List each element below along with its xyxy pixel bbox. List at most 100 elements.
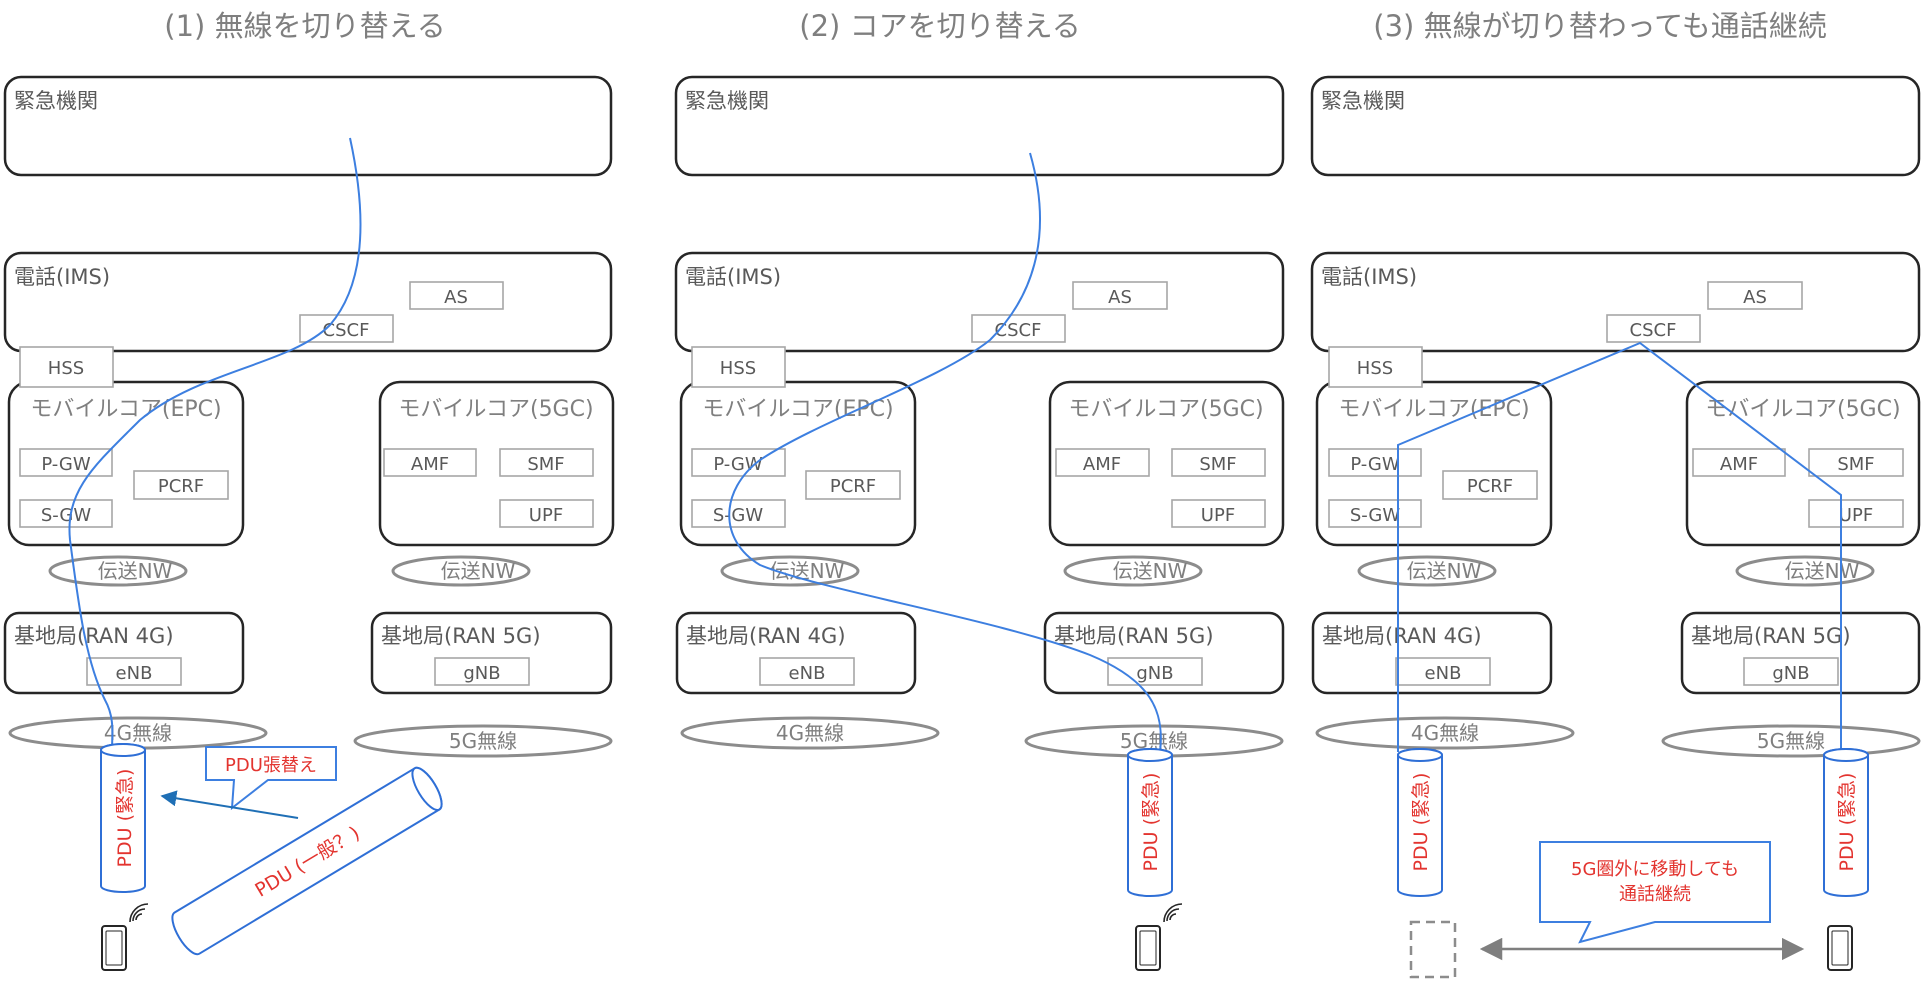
amf-node-3	[1692, 448, 1786, 477]
ims-box-2	[674, 251, 1285, 353]
radio-4g-label-3: 4G無線	[1411, 721, 1479, 745]
ran4g-box-2	[675, 611, 917, 695]
smf-label-2: SMF	[1199, 454, 1236, 475]
radio-4g-3	[1315, 716, 1575, 750]
smartphone-icon-1	[101, 925, 127, 971]
hss-node-3	[1328, 346, 1423, 388]
pdu-emergency-2-label: PDU (緊急)	[1140, 773, 1162, 872]
ran5g-box-2	[1043, 611, 1285, 695]
smartphone-icon-3	[1827, 925, 1853, 971]
pcrf-label: PCRF	[158, 476, 204, 497]
pcrf-node-3	[1442, 470, 1538, 500]
transport-nw-4g-2	[720, 555, 860, 587]
ran5g-box-3	[1680, 611, 1921, 695]
upf-label-3: UPF	[1839, 505, 1873, 526]
sgw-node-2	[691, 499, 786, 528]
enb-label-2: eNB	[789, 663, 826, 684]
ims-label: 電話(IMS)	[14, 265, 110, 289]
ims-box-3	[1310, 251, 1921, 353]
pdu-switch-arrow	[160, 790, 299, 819]
ran5g-label-3: 基地局(RAN 5G)	[1691, 624, 1851, 648]
pgw-node-3	[1328, 448, 1422, 477]
panel-3: 緊急機関 電話(IMS) AS CSCF HSS モバイルコア(EPC) P-G…	[1310, 75, 1921, 979]
transport-nw-5g-3	[1735, 555, 1875, 587]
transport-nw-4g	[48, 555, 188, 587]
panel-2: 緊急機関 電話(IMS) AS CSCF HSS モバイルコア(EPC) P-G…	[674, 75, 1285, 971]
hss-label-3: HSS	[1357, 358, 1393, 379]
transport-nw-4g-label: 伝送NW	[98, 559, 173, 583]
sgw-label: S-GW	[41, 505, 92, 526]
gnb-label-2: gNB	[1136, 663, 1173, 684]
emergency-agency-label-2: 緊急機関	[685, 89, 769, 113]
transport-nw-5g-label-2: 伝送NW	[1113, 559, 1188, 583]
as-node-2	[1072, 281, 1168, 310]
call-path-1	[68, 137, 362, 751]
pdu-general: PDU (一般？)	[171, 766, 443, 956]
enb-node	[86, 657, 182, 686]
smf-label: SMF	[527, 454, 564, 475]
radio-4g-2	[680, 716, 940, 750]
ran4g-box	[3, 611, 245, 695]
emergency-agency-label: 緊急機関	[14, 89, 98, 113]
emergency-agency-box	[3, 75, 613, 177]
pdu-switch-callout-label: PDU張替え	[225, 755, 317, 776]
smf-label-3: SMF	[1837, 454, 1874, 475]
ran5g-label-2: 基地局(RAN 5G)	[1054, 624, 1214, 648]
epc-label-3: モバイルコア(EPC)	[1338, 397, 1529, 422]
pdu-emergency-3a-label: PDU (緊急)	[1410, 773, 1432, 872]
pdu-emergency-3b: PDU (緊急)	[1823, 748, 1869, 897]
call-path-2	[728, 152, 1162, 753]
panel2-title: (2) コアを切り替える	[799, 9, 1080, 43]
hss-node	[19, 346, 114, 388]
call-path-3	[1397, 341, 1842, 752]
pdu-emergency-2: PDU (緊急)	[1127, 748, 1173, 897]
ran4g-label-3: 基地局(RAN 4G)	[1322, 624, 1482, 648]
cscf-node-3	[1606, 314, 1701, 343]
emergency-agency-box-2	[674, 75, 1285, 177]
sgw-label-3: S-GW	[1350, 505, 1401, 526]
transport-nw-5g	[391, 555, 531, 587]
transport-nw-5g-label-3: 伝送NW	[1785, 559, 1860, 583]
upf-node-3	[1808, 499, 1904, 528]
emergency-agency-label-3: 緊急機関	[1321, 89, 1405, 113]
upf-node	[499, 499, 594, 528]
continue-callout-line2: 通話継続	[1619, 884, 1691, 905]
gnb-node	[434, 657, 530, 686]
enb-node-3	[1395, 657, 1491, 686]
pdu-emergency-1-label: PDU (緊急)	[114, 769, 136, 868]
epc-label-2: モバイルコア(EPC)	[702, 397, 893, 422]
transport-nw-5g-label: 伝送NW	[441, 559, 516, 583]
signal-waves-icon-2	[1163, 903, 1183, 923]
fivegc-label: モバイルコア(5GC)	[398, 397, 593, 422]
fivegc-label-2: モバイルコア(5GC)	[1068, 397, 1263, 422]
transport-nw-4g-3	[1357, 555, 1497, 587]
pdu-emergency-1: PDU (緊急)	[100, 743, 146, 893]
upf-label: UPF	[529, 505, 563, 526]
cscf-node-2	[971, 314, 1066, 343]
ims-label-3: 電話(IMS)	[1321, 265, 1417, 289]
pdu-emergency-3a: PDU (緊急)	[1397, 748, 1443, 897]
as-node-3	[1707, 281, 1803, 310]
smf-node-2	[1171, 448, 1266, 477]
ran4g-label-2: 基地局(RAN 4G)	[686, 624, 846, 648]
epc-label: モバイルコア(EPC)	[30, 397, 221, 422]
pcrf-node	[133, 470, 229, 500]
smf-node-3	[1808, 448, 1904, 477]
gnb-label-3: gNB	[1772, 663, 1809, 684]
panel1-title: (1) 無線を切り替える	[164, 9, 445, 43]
upf-node-2	[1171, 499, 1266, 528]
amf-label-2: AMF	[1083, 454, 1121, 475]
amf-node	[383, 448, 477, 477]
radio-5g	[353, 724, 613, 758]
ran4g-box-3	[1311, 611, 1553, 695]
pgw-label-2: P-GW	[713, 454, 763, 475]
radio-4g-label-2: 4G無線	[776, 721, 844, 745]
upf-label-2: UPF	[1201, 505, 1235, 526]
emergency-agency-box-3	[1310, 75, 1921, 177]
pgw-node	[19, 448, 113, 477]
radio-4g-label: 4G無線	[104, 721, 172, 745]
ims-label-2: 電話(IMS)	[685, 265, 781, 289]
amf-node-2	[1055, 448, 1150, 477]
